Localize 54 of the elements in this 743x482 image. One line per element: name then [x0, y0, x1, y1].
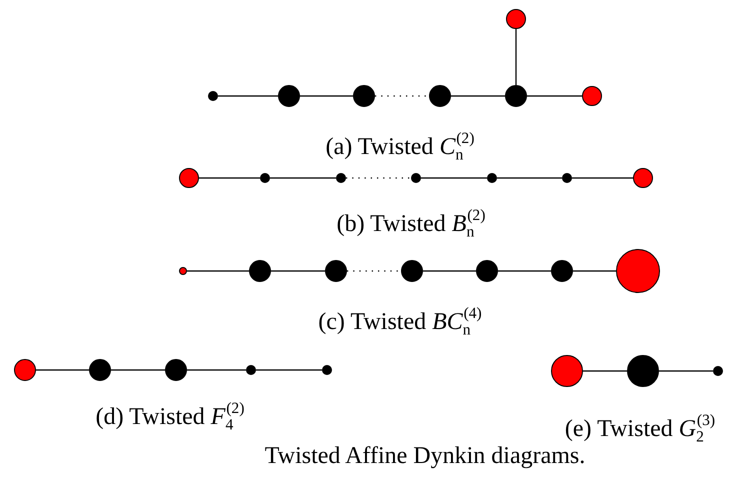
dynkin-node	[506, 9, 526, 29]
edge-line	[256, 369, 322, 371]
edge-line	[572, 177, 633, 179]
dynkin-node	[14, 359, 36, 381]
edge-line	[583, 370, 627, 372]
edge-line	[497, 177, 562, 179]
dynkin-node	[260, 173, 270, 183]
dynkin-node	[487, 173, 497, 183]
dynkin-node	[179, 267, 187, 275]
dynkin-node	[713, 366, 723, 376]
dynkin-node	[627, 355, 659, 387]
dynkin-node	[246, 365, 256, 375]
dynkin-node	[476, 260, 498, 282]
dynkin-node	[633, 168, 653, 188]
dynkin-node	[89, 359, 111, 381]
edge-line	[218, 95, 278, 97]
dotted-edge	[375, 95, 429, 97]
dynkin-node	[429, 85, 451, 107]
edge-line	[451, 95, 505, 97]
dynkin-node	[353, 85, 375, 107]
dynkin-node	[325, 260, 347, 282]
edge-line	[36, 369, 89, 371]
dynkin-node	[551, 355, 583, 387]
dynkin-node	[278, 85, 300, 107]
edge-line	[300, 95, 353, 97]
edge-line	[199, 177, 260, 179]
dynkin-node	[336, 173, 346, 183]
edge-line	[271, 270, 325, 272]
dynkin-node	[505, 85, 527, 107]
dynkin-node	[401, 260, 423, 282]
dotted-edge	[347, 270, 401, 272]
dynkin-node	[208, 91, 218, 101]
edge-line	[498, 270, 551, 272]
dynkin-node	[562, 173, 572, 183]
edge-line	[187, 270, 249, 272]
dynkin-node	[411, 173, 421, 183]
edge-line	[573, 270, 616, 272]
edge-line	[659, 370, 713, 372]
dynkin-node	[322, 365, 332, 375]
dynkin-node	[165, 359, 187, 381]
edge-line	[111, 369, 165, 371]
figure-caption: Twisted Affine Dynkin diagrams.	[264, 442, 586, 471]
dynkin-node	[249, 260, 271, 282]
dynkin-node	[616, 249, 660, 293]
edge-line	[421, 177, 487, 179]
edge-line	[187, 369, 246, 371]
edge-line	[515, 29, 517, 85]
dynkin-node	[179, 168, 199, 188]
dynkin-node	[582, 86, 602, 106]
dynkin-node	[551, 260, 573, 282]
dotted-edge	[346, 177, 411, 179]
edge-line	[527, 95, 582, 97]
edge-line	[270, 177, 336, 179]
edge-line	[423, 270, 476, 272]
